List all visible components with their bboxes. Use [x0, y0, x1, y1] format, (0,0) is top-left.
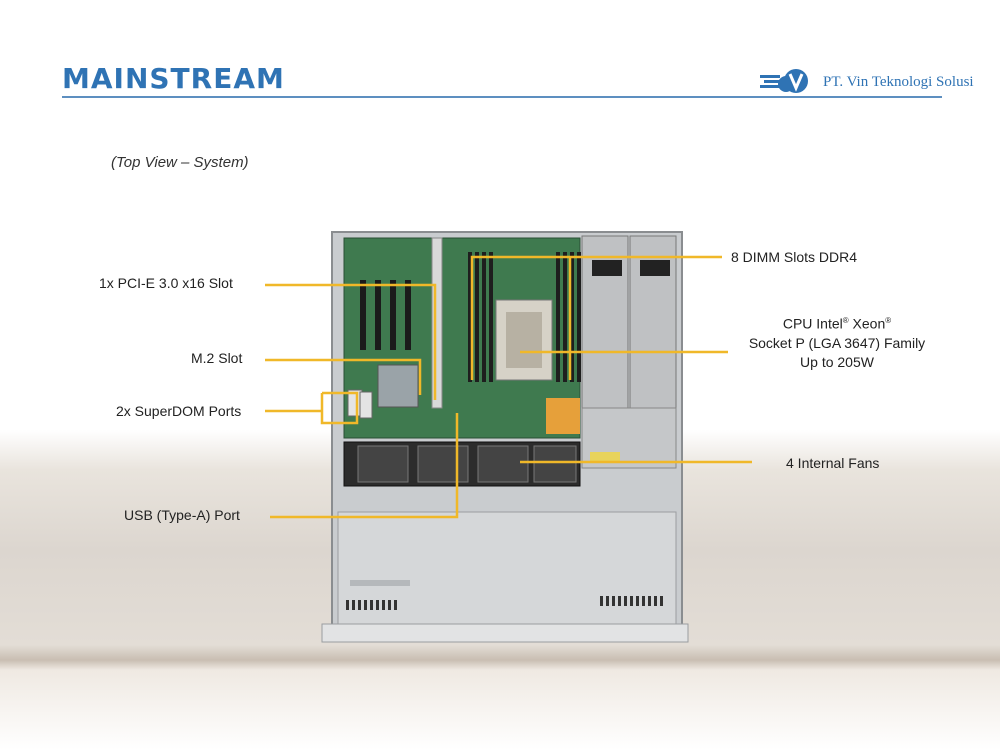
callout-dimm-slots: 8 DIMM Slots DDR4 [731, 249, 858, 265]
callout-internal-fans: 4 Internal Fans [786, 455, 880, 471]
callout-superdom-ports: 2x SuperDOM Ports [116, 403, 242, 419]
cpu-line-2: Socket P (LGA 3647) Family [748, 334, 926, 351]
callout-cpu: CPU Intel® Xeon® Socket P (LGA 3647) Fam… [734, 311, 940, 372]
view-caption: (Top View – System) [111, 154, 249, 171]
cpu-line-1: CPU Intel® Xeon® [782, 315, 892, 332]
server-top-view-image [321, 231, 689, 643]
callout-m2-slot: M.2 Slot [191, 350, 243, 366]
page-title: MAINSTREAM [62, 62, 285, 95]
title-underline [62, 96, 942, 98]
callout-usb-port: USB (Type-A) Port [124, 507, 240, 523]
v-cloud-logo-icon [760, 69, 808, 93]
cpu-line-3: Up to 205W [800, 353, 874, 370]
company-name: PT. Vin Teknologi Solusi [823, 74, 974, 90]
callout-pcie-slot: 1x PCI-E 3.0 x16 Slot [99, 275, 233, 291]
